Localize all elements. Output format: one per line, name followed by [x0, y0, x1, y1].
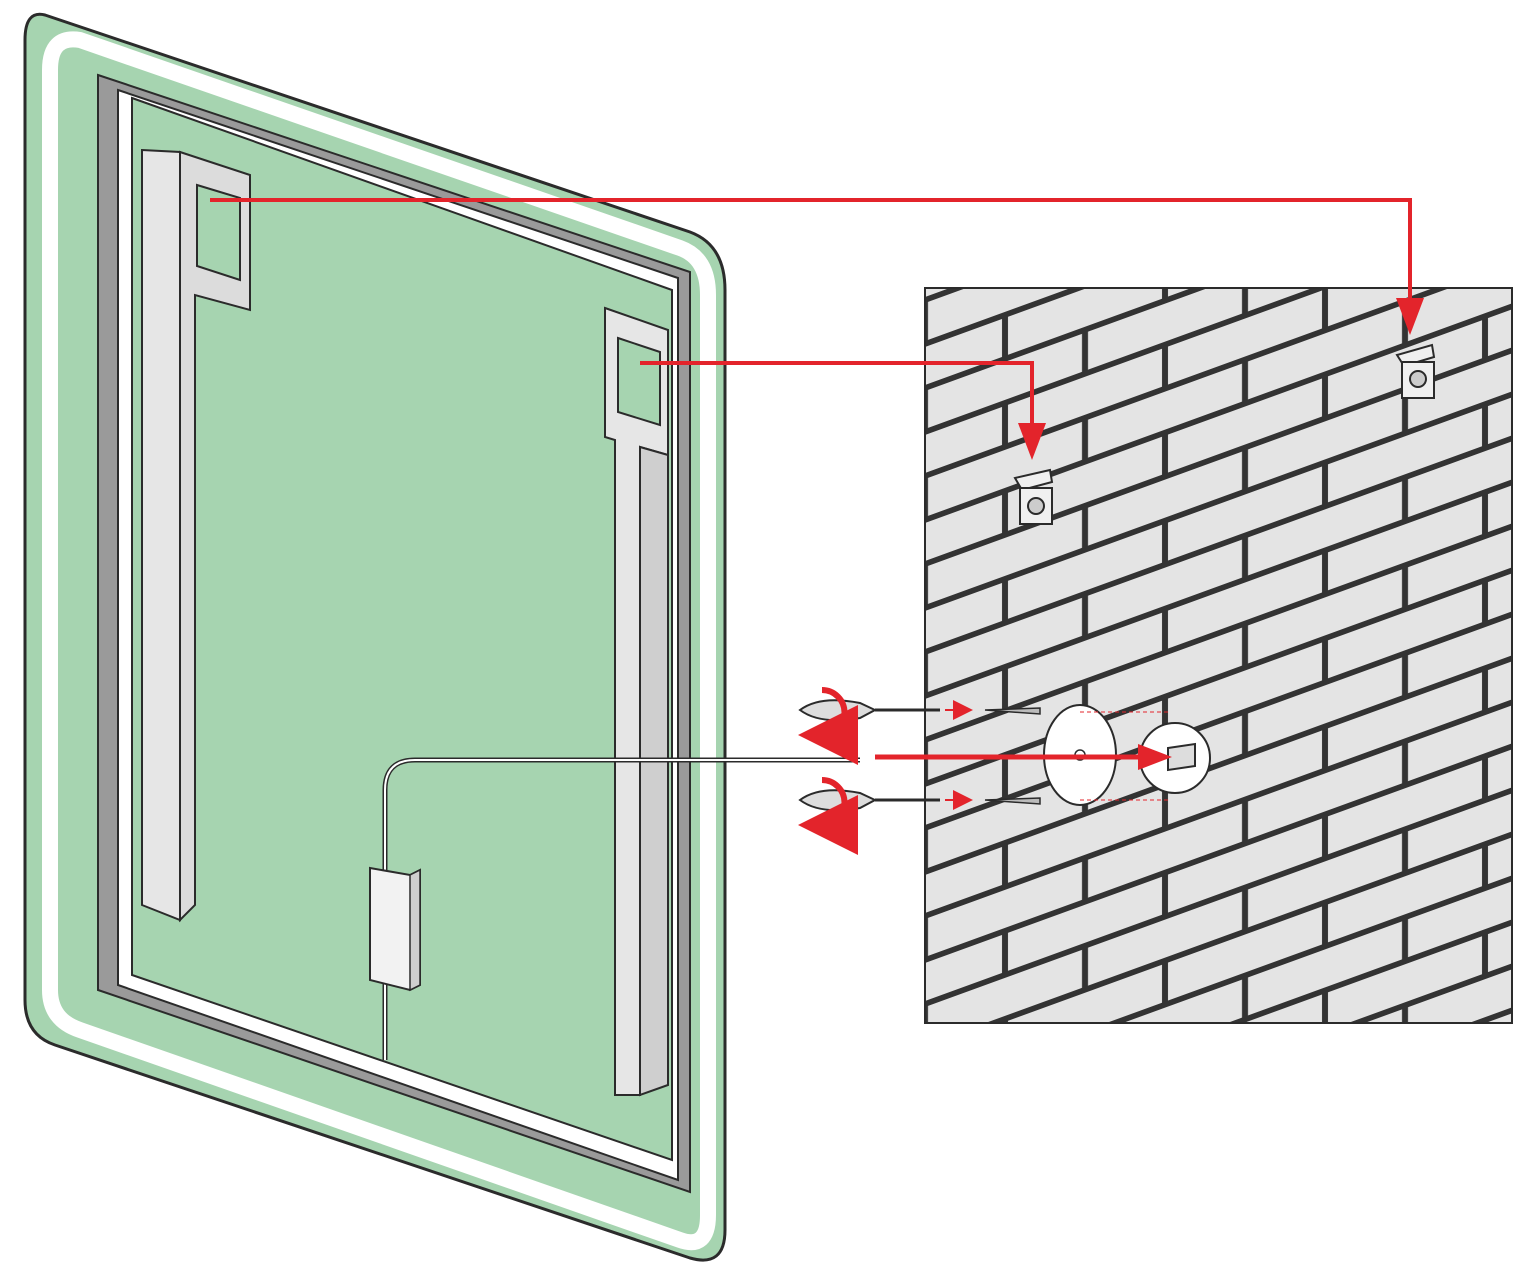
screwdriver-bottom: [798, 777, 1041, 855]
brick-wall: [924, 287, 1513, 1024]
wall-hook-right: [1395, 343, 1436, 399]
led-mirror: [23, 12, 860, 1262]
hanging-bracket-right: [604, 306, 669, 1097]
mirror-back-panel: [131, 96, 673, 1162]
arrow-left-bracket-to-right-hook: [210, 198, 1412, 300]
wall-hook-left: [1013, 468, 1054, 525]
rotate-arrow-icon: [798, 777, 859, 855]
screw-icon: [984, 797, 1041, 805]
led-light-strip: [42, 31, 716, 1251]
wall-socket-icon: [1167, 742, 1196, 772]
screw-icon: [1409, 370, 1427, 388]
arrow-right-bracket-to-left-hook: [640, 361, 1034, 425]
guide-arrows: [210, 198, 1424, 770]
junction-box: [369, 866, 421, 992]
screwdriver-top: [798, 687, 1041, 765]
hanging-bracket-left: [141, 148, 251, 923]
screw-icon: [984, 707, 1041, 715]
screw-icon: [1027, 497, 1045, 515]
rotate-arrow-icon: [798, 687, 859, 765]
